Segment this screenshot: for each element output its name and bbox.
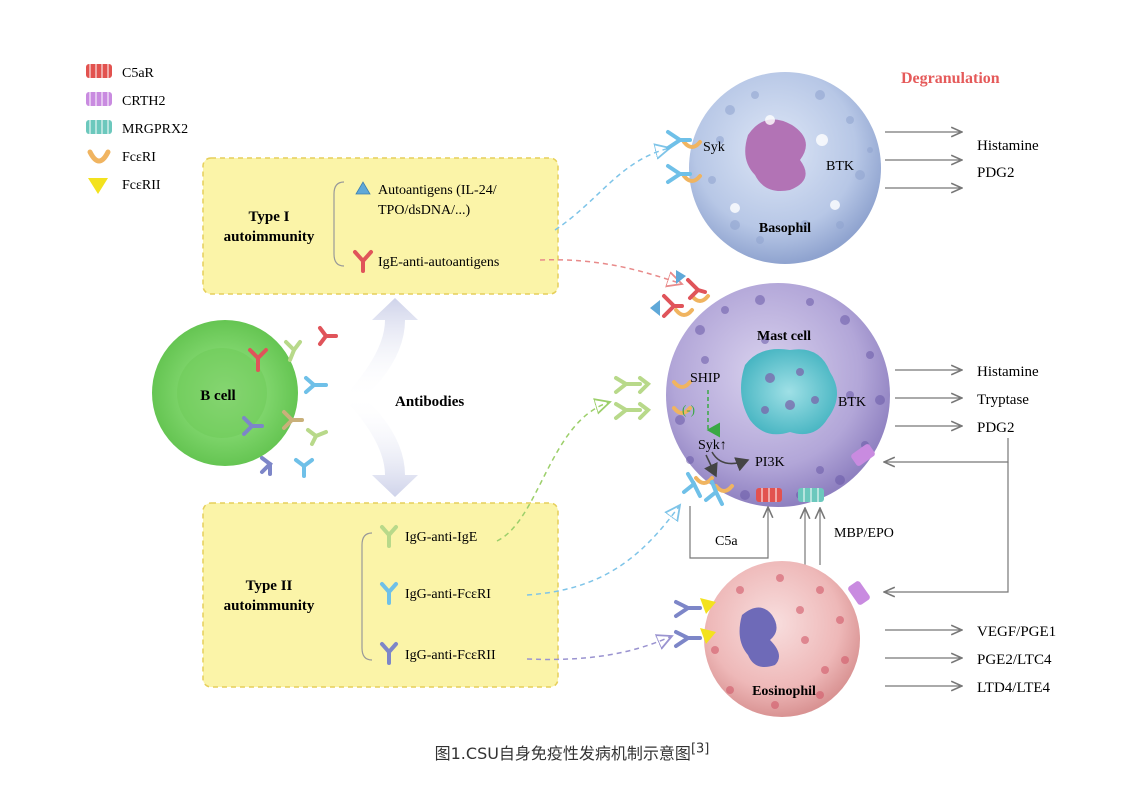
igg-anti-ige-icon — [380, 525, 398, 548]
legend-label-crth2: CRTH2 — [122, 94, 166, 109]
b-cell-nucleus — [177, 348, 267, 438]
mastcell-crth2-receptor — [851, 444, 875, 466]
basophil-btk: BTK — [826, 159, 854, 174]
eosinophil-crth2-receptor — [848, 581, 870, 605]
antibodies-arrow-down — [350, 395, 418, 497]
basophil-output-histamine: Histamine — [977, 138, 1039, 154]
mastcell-output-tryptase: Tryptase — [977, 392, 1029, 408]
basophil-receptors — [666, 130, 702, 184]
arrow-ige-to-mastcell — [539, 259, 682, 284]
type2-title-line1: Type II — [246, 578, 293, 594]
type1-title-line2: autoimmunity — [224, 229, 315, 245]
mastcell-output-pdg2: PDG2 — [977, 420, 1015, 436]
secreted-antibodies — [242, 326, 338, 478]
crth2-receptor-icon — [86, 92, 112, 106]
type1-bracket — [333, 181, 345, 267]
figure-caption: 图1.CSU自身免疫性发病机制示意图[3] — [0, 740, 1144, 764]
fcerii-receptor-icon — [88, 178, 108, 194]
fceri-receptor-icon — [87, 149, 111, 164]
type1-item2: IgE-anti-autoantigens — [378, 255, 499, 270]
basophil-output-pdg2: PDG2 — [977, 165, 1015, 181]
syk-down-arrow — [704, 454, 718, 478]
mast-cell — [666, 283, 890, 507]
type1-title-line1: Type I — [249, 209, 290, 225]
mbp-label: MBP/EPO — [834, 526, 894, 541]
mastcell-label: Mast cell — [757, 329, 811, 344]
arrow-igg-fceri-to-mastcell — [526, 505, 680, 596]
mastcell-minus: (-) — [682, 402, 695, 417]
figure-caption-ref: [3] — [690, 741, 710, 757]
c5a-label: C5a — [715, 534, 738, 549]
arrow-igg-ige-to-mastcell — [496, 402, 610, 542]
type2-item3: IgG-anti-FcεRII — [405, 648, 496, 663]
mastcell-output-histamine: Histamine — [977, 364, 1039, 380]
syk-to-pi3k-arrow — [711, 451, 750, 472]
mastcell-receptors — [614, 270, 734, 506]
antibodies-label: Antibodies — [395, 394, 464, 410]
basophil-syk: Syk — [703, 140, 725, 155]
legend-label-c5ar: C5aR — [122, 66, 155, 81]
degranulation-title: Degranulation — [901, 70, 1000, 87]
mastcell-syk: Syk↑ — [698, 438, 727, 453]
autoantigen-icon — [355, 181, 371, 195]
eosinophil-output-ltd4: LTD4/LTE4 — [977, 680, 1051, 696]
arrow-to-basophil — [554, 148, 670, 231]
eosinophil-output-vegf: VEGF/PGE1 — [977, 624, 1056, 640]
mrgprx2-receptor-icon — [86, 120, 112, 134]
type1-item1-line1: Autoantigens (IL-24/ — [378, 183, 497, 198]
mastcell-btk: BTK — [838, 395, 866, 410]
legend-label-fceri: FcεRI — [122, 150, 156, 165]
mastcell-pi3k: PI3K — [755, 455, 785, 470]
c5ar-receptor-icon — [86, 64, 112, 78]
type1-box — [202, 157, 559, 295]
basophil-label: Basophil — [759, 221, 811, 236]
antibodies-arrow-up — [350, 298, 418, 400]
pdg2-feedback-to-eosinophil — [884, 462, 1009, 592]
eosinophil-cell — [704, 561, 860, 717]
arrow-igg-fcerii-to-eosinophil — [526, 636, 672, 661]
mastcell-ship: SHIP — [690, 371, 721, 386]
type2-box — [202, 502, 559, 688]
ige-antibody-icon — [353, 250, 373, 273]
pdg2-feedback-to-mastcell — [884, 438, 1009, 462]
type2-title-line2: autoimmunity — [224, 598, 315, 614]
legend-label-fcerii: FcεRII — [122, 178, 161, 193]
mastcell-c5ar-receptor — [756, 488, 782, 502]
type1-item1-line2: TPO/dsDNA/...) — [378, 203, 471, 218]
igg-anti-fceri-icon — [380, 582, 398, 605]
legend-label-mrgprx2: MRGPRX2 — [122, 122, 188, 137]
c5a-loop — [689, 506, 768, 559]
basophil-cell — [689, 72, 881, 264]
mastcell-mrgprx2-receptor — [798, 488, 824, 502]
eosinophil-receptors — [674, 598, 716, 648]
b-cell-label: B cell — [200, 388, 235, 404]
type2-item2: IgG-anti-FcεRI — [405, 587, 491, 602]
eosinophil-output-pge2: PGE2/LTC4 — [977, 652, 1052, 668]
igg-anti-fcerii-icon — [380, 642, 398, 665]
legend: C5aR CRTH2 MRGPRX2 FcεRI FcεRII — [86, 64, 188, 194]
type2-item1: IgG-anti-IgE — [405, 530, 477, 545]
figure-caption-text: 图1.CSU自身免疫性发病机制示意图 — [434, 744, 691, 763]
eosinophil-label: Eosinophil — [752, 684, 816, 699]
type2-bracket — [361, 532, 373, 661]
